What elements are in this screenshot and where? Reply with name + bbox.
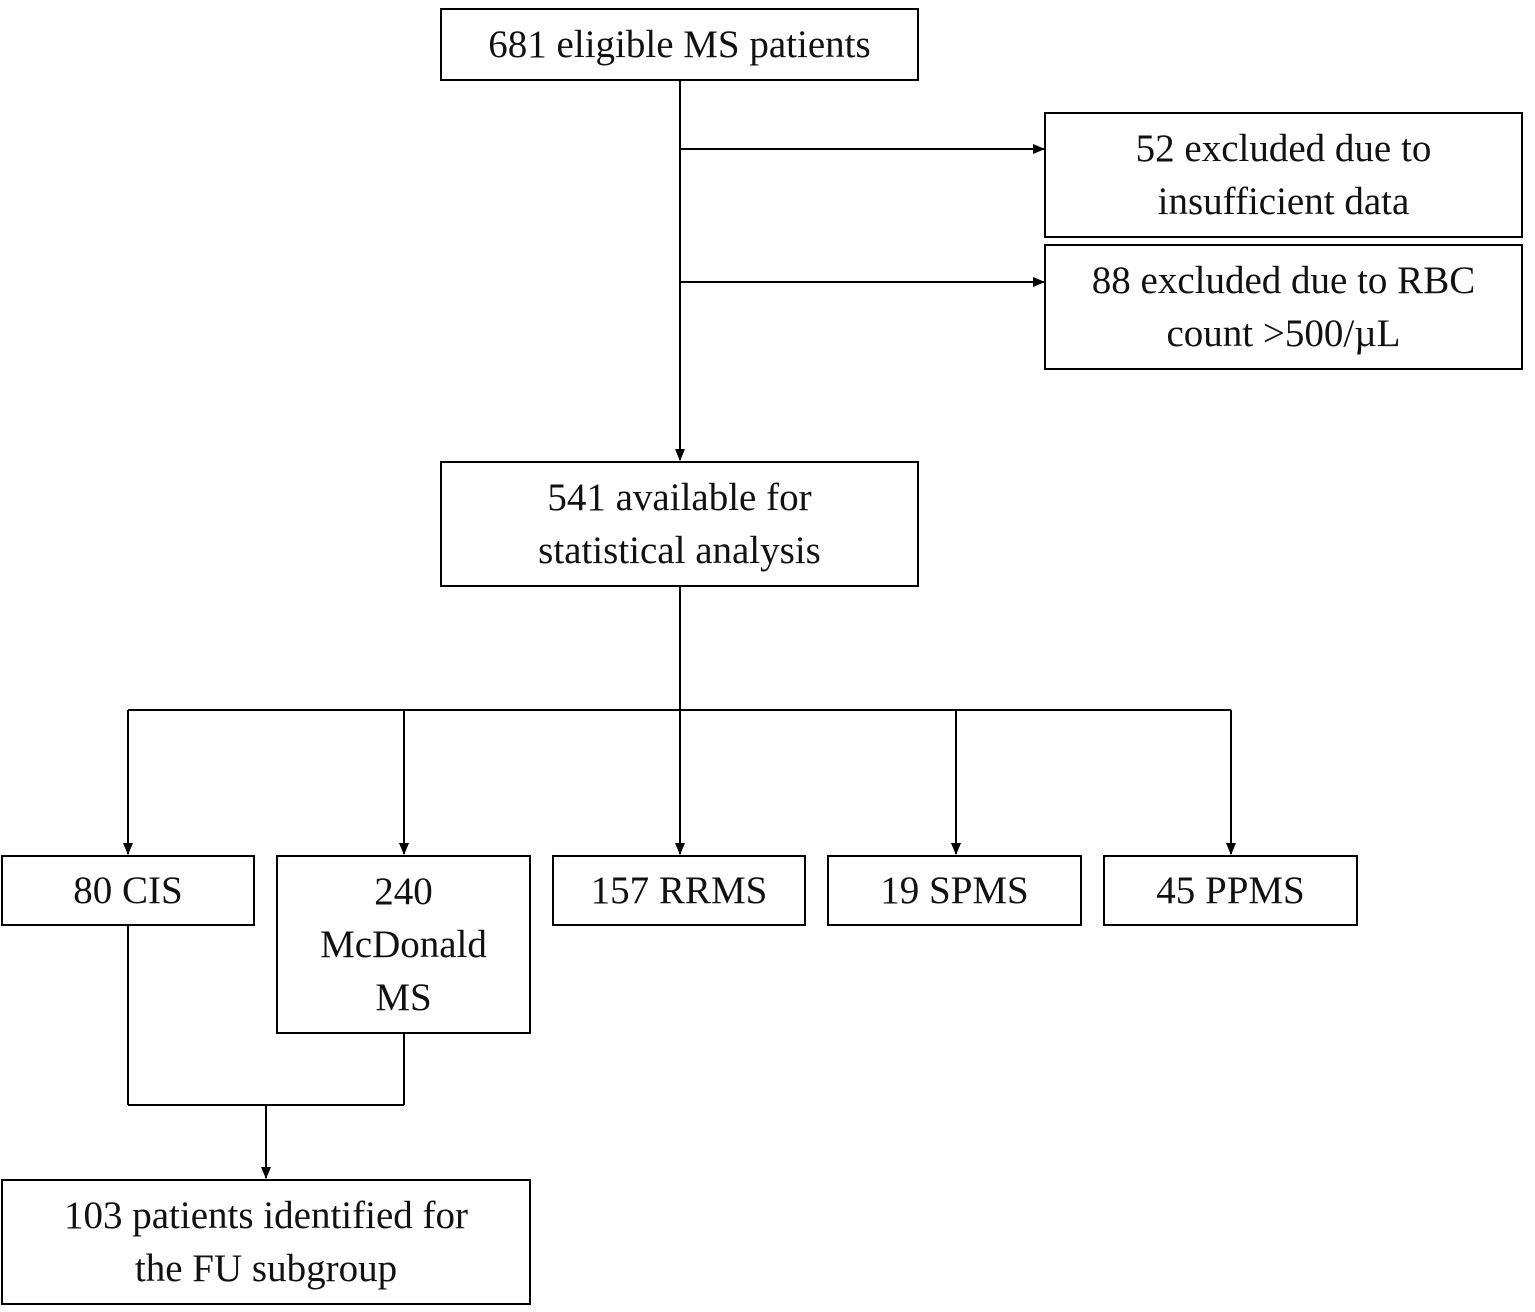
node-spms-text: 19 SPMS (880, 864, 1029, 917)
node-excluded-data: 52 excluded due to insufficient data (1044, 112, 1523, 238)
node-cis-text: 80 CIS (73, 864, 182, 917)
node-cis-line-1: 80 CIS (73, 869, 183, 912)
node-excluded-rbc-text: 88 excluded due to RBC count >500/µL (1092, 254, 1475, 360)
node-eligible: 681 eligible MS patients (440, 8, 919, 81)
node-cis: 80 CIS (1, 855, 255, 926)
node-mcdonald-line-2: McDonald (320, 923, 487, 966)
node-fu-line-1: 103 patients identified for (64, 1194, 468, 1237)
node-excluded-data-line-2: insufficient data (1157, 180, 1410, 223)
node-fu: 103 patients identified for the FU subgr… (1, 1179, 531, 1305)
node-spms: 19 SPMS (827, 855, 1082, 926)
node-eligible-line-1: 681 eligible MS patients (488, 23, 871, 66)
node-excluded-rbc-line-1: 88 excluded due to RBC (1091, 259, 1476, 302)
node-ppms: 45 PPMS (1103, 855, 1358, 926)
node-available-line-2: statistical analysis (538, 529, 821, 572)
node-rrms-line-1: 157 RRMS (590, 869, 768, 912)
node-ppms-line-1: 45 PPMS (1156, 869, 1305, 912)
node-mcdonald-text: 240 McDonald MS (320, 865, 487, 1024)
node-mcdonald-line-3: MS (375, 976, 432, 1019)
node-mcdonald: 240 McDonald MS (276, 855, 531, 1034)
node-rrms-text: 157 RRMS (591, 864, 768, 917)
node-rrms: 157 RRMS (552, 855, 806, 926)
node-excluded-rbc: 88 excluded due to RBC count >500/µL (1044, 244, 1523, 370)
node-available: 541 available for statistical analysis (440, 461, 919, 587)
node-spms-line-1: 19 SPMS (880, 869, 1029, 912)
node-eligible-text: 681 eligible MS patients (488, 18, 870, 71)
node-ppms-text: 45 PPMS (1156, 864, 1305, 917)
node-available-line-1: 541 available for (547, 476, 812, 519)
node-excluded-data-text: 52 excluded due to insufficient data (1136, 122, 1432, 228)
node-mcdonald-line-1: 240 (374, 870, 433, 913)
node-available-text: 541 available for statistical analysis (538, 471, 821, 577)
node-excluded-rbc-line-2: count >500/µL (1166, 312, 1401, 355)
node-excluded-data-line-1: 52 excluded due to (1135, 127, 1432, 170)
node-fu-line-2: the FU subgroup (134, 1247, 398, 1290)
node-fu-text: 103 patients identified for the FU subgr… (64, 1189, 468, 1295)
